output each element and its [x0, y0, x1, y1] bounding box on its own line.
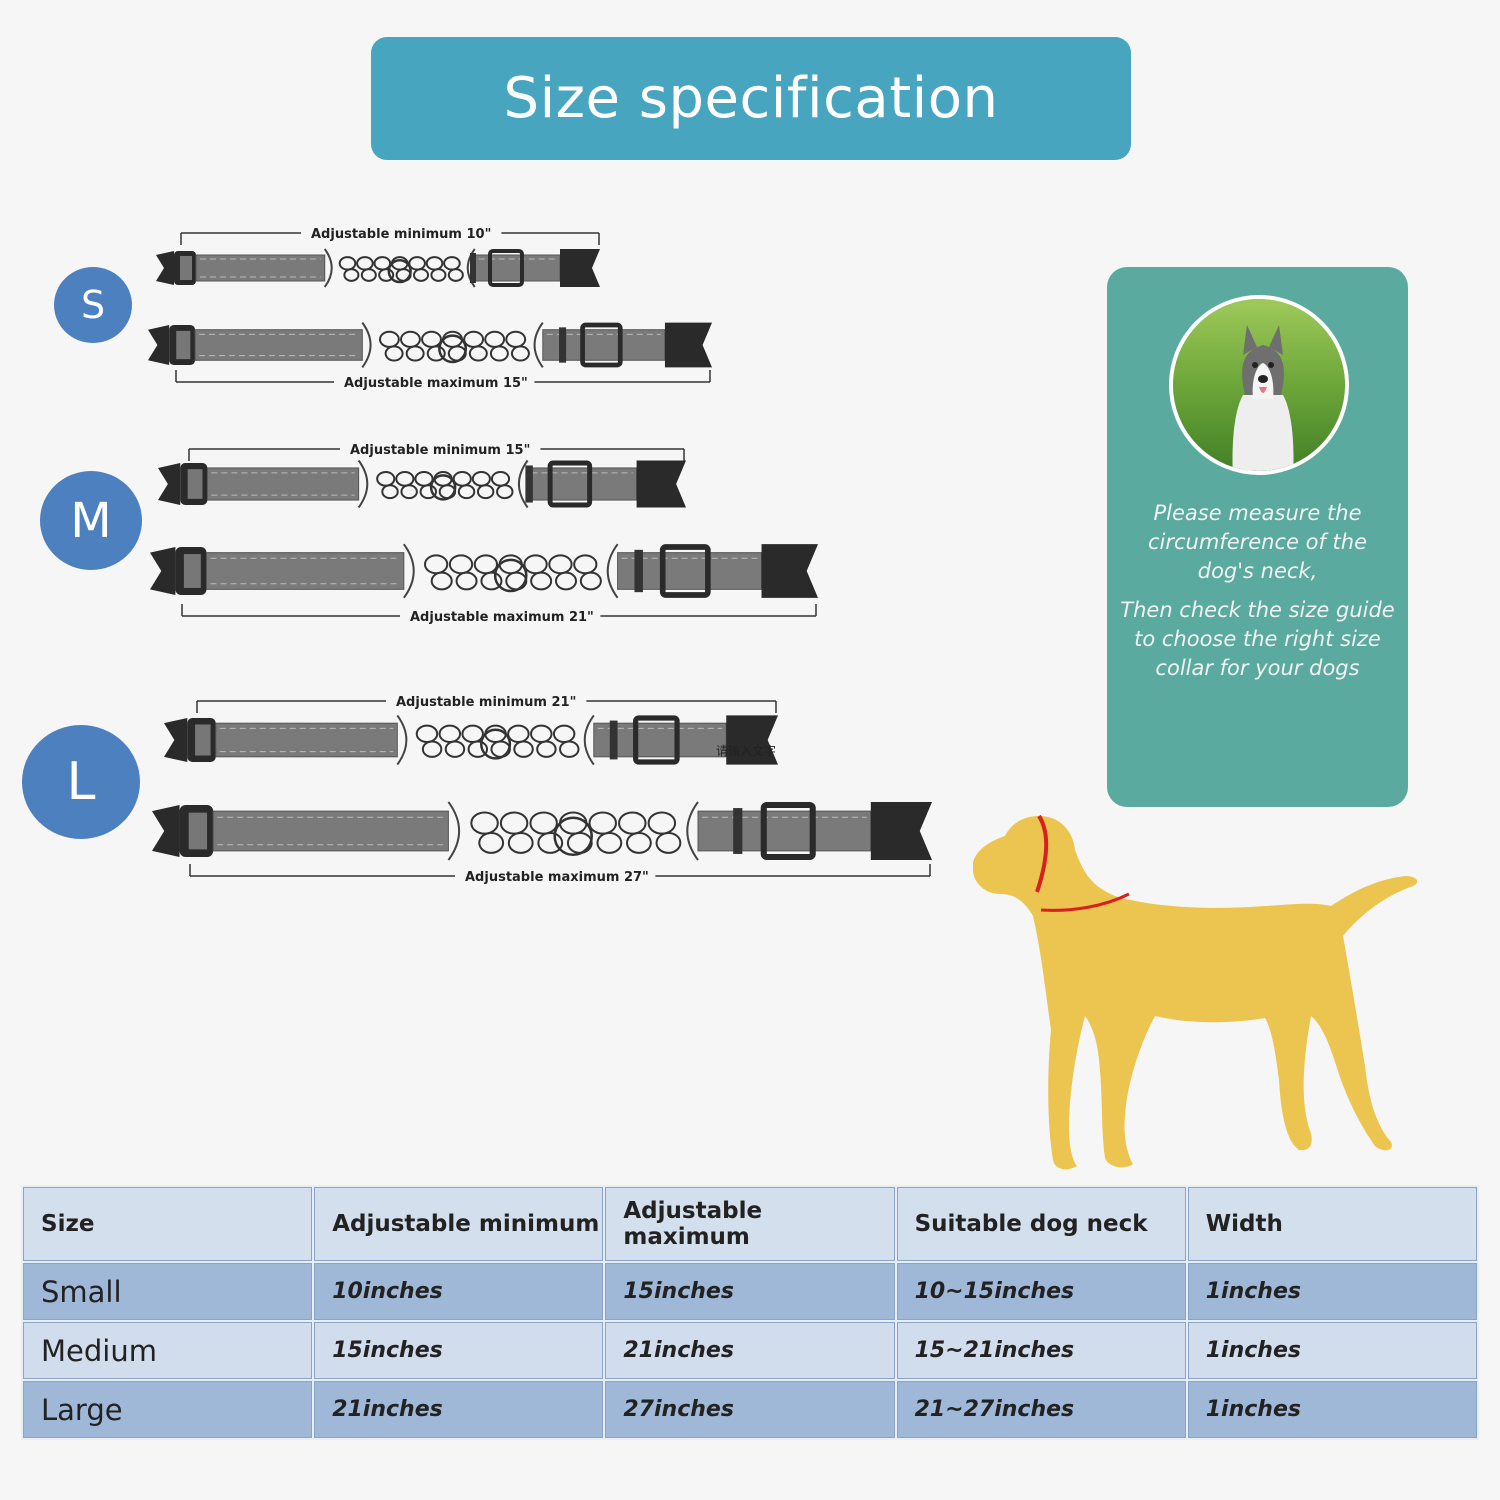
header-width: Width	[1185, 1185, 1480, 1263]
table-row: Small 10inches 15inches 10~15inches 1inc…	[20, 1261, 1480, 1322]
table-row: Large 21inches 27inches 21~27inches 1inc…	[20, 1379, 1480, 1440]
size-badge-s: S	[54, 267, 132, 343]
collar-small-max	[148, 322, 712, 368]
cell-max: 27inches	[603, 1379, 897, 1440]
size-chart-table: Size Adjustable minimum Adjustable maxim…	[20, 1185, 1480, 1440]
small-max-measure: Adjustable maximum 15"	[175, 370, 711, 391]
cell-size: Medium	[20, 1320, 315, 1381]
husky-photo	[1169, 295, 1349, 475]
cell-width: 1inches	[1185, 1261, 1480, 1322]
measure-instruction: Please measure the circumference of the …	[1147, 501, 1368, 583]
measure-label: Adjustable maximum 15"	[344, 376, 528, 391]
collar-small-min	[156, 248, 600, 288]
cell-size: Small	[20, 1261, 315, 1322]
cell-max: 15inches	[603, 1261, 897, 1322]
header-size: Size	[20, 1185, 315, 1263]
header-adjustable-minimum: Adjustable minimum	[312, 1185, 606, 1263]
cell-width: 1inches	[1185, 1320, 1480, 1381]
collar-medium-min	[158, 459, 686, 509]
size-badge-m: M	[40, 471, 142, 570]
large-min-measure: Adjustable minimum 21"	[196, 695, 777, 713]
cell-min: 15inches	[312, 1320, 606, 1381]
measure-label: Adjustable maximum 21"	[410, 610, 594, 625]
cell-neck: 15~21inches	[894, 1320, 1188, 1381]
placeholder-text: 请输入文字	[716, 744, 777, 758]
cell-neck: 10~15inches	[894, 1261, 1188, 1322]
cell-size: Large	[20, 1379, 315, 1440]
table-row: Medium 15inches 21inches 15~21inches 1in…	[20, 1320, 1480, 1381]
dog-silhouette-illustration	[973, 814, 1418, 1170]
measure-info-card: Please measure the circumference of the …	[1107, 267, 1408, 807]
cell-width: 1inches	[1185, 1379, 1480, 1440]
measure-label: Adjustable minimum 10"	[311, 227, 491, 242]
measure-label: Adjustable minimum 15"	[350, 443, 530, 458]
collar-size-diagrams: Adjustable minimum 10" Adjustable maximum…	[148, 227, 932, 885]
cell-min: 10inches	[312, 1261, 606, 1322]
collar-medium-max	[150, 543, 818, 599]
page-title: Size specification	[503, 66, 999, 131]
table-header-row: Size Adjustable minimum Adjustable maxim…	[20, 1185, 1480, 1263]
medium-min-measure: Adjustable minimum 15"	[188, 443, 685, 461]
measure-label: Adjustable minimum 21"	[396, 695, 576, 710]
small-min-measure: Adjustable minimum 10"	[180, 227, 600, 245]
medium-max-measure: Adjustable maximum 21"	[181, 604, 817, 625]
large-max-measure: Adjustable maximum 27"	[189, 864, 931, 885]
title-banner: Size specification	[371, 37, 1131, 160]
collar-large-min	[164, 714, 778, 766]
collar-large-max	[152, 801, 932, 861]
cell-min: 21inches	[312, 1379, 606, 1440]
cell-max: 21inches	[603, 1320, 897, 1381]
header-suitable-dog-neck: Suitable dog neck	[894, 1185, 1188, 1263]
measure-label: Adjustable maximum 27"	[465, 870, 649, 885]
size-badge-l: L	[22, 725, 140, 839]
header-adjustable-maximum: Adjustable maximum	[603, 1185, 897, 1263]
cell-neck: 21~27inches	[894, 1379, 1188, 1440]
size-guide-instruction: Then check the size guide to choose the …	[1120, 598, 1395, 680]
